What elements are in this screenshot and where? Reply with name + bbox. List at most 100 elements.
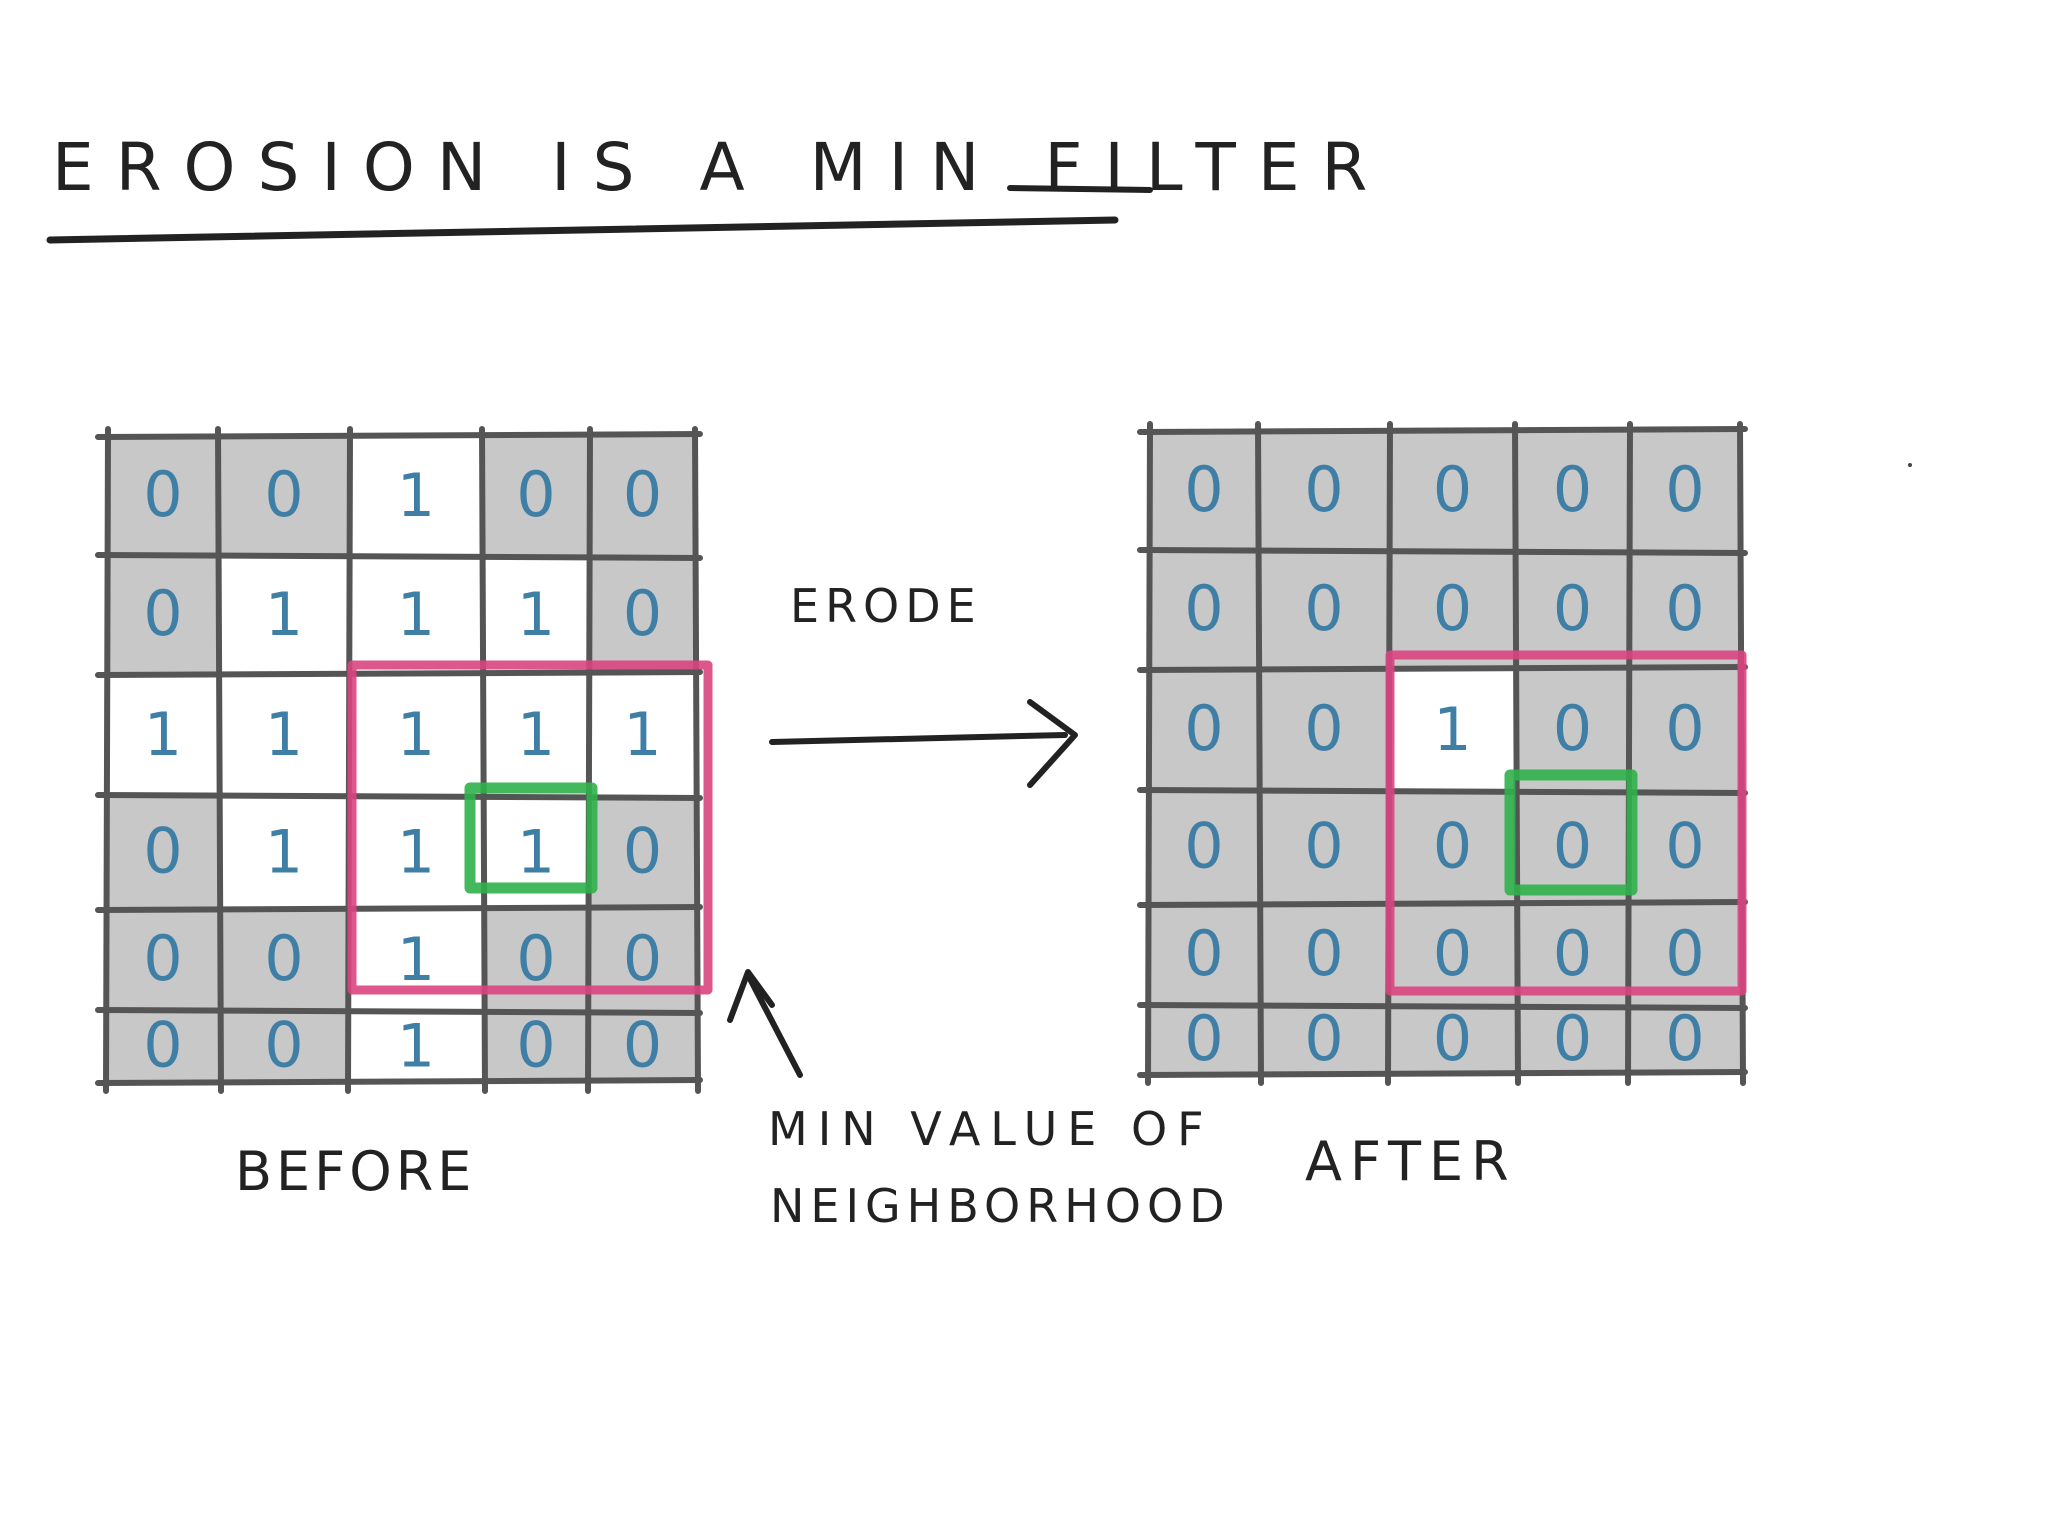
diagram-title: EROSION IS A MIN FILTER [52,129,1389,206]
grid-cell [1390,550,1515,670]
grid-cell [218,910,350,1010]
cell-value: 1 [397,580,435,650]
grid-row-line [1137,1002,1748,1011]
cell-value: 0 [1184,453,1223,526]
grid-col-line [103,426,111,1094]
grid-row-line [95,552,703,561]
cell-value: 0 [516,458,555,531]
cell-value: 0 [623,922,662,995]
cell-value: 0 [1433,572,1472,645]
cell-value: 0 [1665,453,1704,526]
cell-value: 1 [265,580,303,650]
grid-row-line [95,1007,703,1016]
cell-value: 0 [1304,810,1343,883]
grid-cell [108,675,218,795]
grid-cell [482,675,590,795]
cell-value: 1 [265,818,303,888]
grid-row-line [1137,787,1748,796]
cell-value: 0 [1304,692,1343,765]
grid-col-line [1625,421,1633,1086]
grid-cell [1390,670,1515,790]
cell-value: 1 [397,925,435,995]
cell-value: 1 [623,700,661,770]
grid-cell [108,1010,218,1083]
cell-value: 0 [1433,1002,1472,1075]
cell-value: 0 [1304,917,1343,990]
cell-value: 0 [623,1009,662,1082]
cell-value: 0 [623,577,662,650]
cell-value: 0 [1184,810,1223,883]
annotation-line-1: MIN VALUE OF [768,1102,1214,1156]
grid-cell [1630,790,1740,905]
cell-value: 0 [1184,692,1223,765]
grid-cell [350,795,482,910]
before-neighborhood-box [347,660,713,995]
grid-cell [1630,1005,1740,1075]
grid-cell [482,1010,590,1083]
cell-value: 0 [1304,572,1343,645]
grid-col-line [692,426,701,1094]
cell-value: 0 [143,458,182,531]
grid-col-line [585,426,593,1094]
grid-cell [1390,1005,1515,1075]
cell-value: 1 [517,818,555,888]
grid-cell [1630,550,1740,670]
cell-value: 0 [1665,1002,1704,1075]
cell-value: 0 [1553,572,1592,645]
grid-col-line [1255,421,1264,1086]
cell-value: 1 [397,1012,435,1082]
cell-value: 1 [265,700,303,770]
before-center-box [464,782,598,894]
grid-cell [1515,432,1630,550]
grid-row-line [95,792,703,801]
cell-value: 0 [143,922,182,995]
grid-cell [218,437,350,555]
grid-cell [590,437,695,555]
grid-row-line [1137,899,1748,908]
cell-value: 0 [1665,572,1704,645]
grid-cell [218,1010,350,1083]
grid-cell [590,675,695,795]
cell-value: 0 [1433,917,1472,990]
grid-cell [1150,790,1258,905]
cell-value: 1 [517,700,555,770]
cell-value: 0 [143,577,182,650]
grid-cell [590,555,695,675]
cell-value: 1 [144,700,182,770]
title-tail [1007,185,1153,193]
grid-col-line [1145,421,1153,1086]
grid-cell [1515,1005,1630,1075]
grid-cell [1258,1005,1390,1075]
grid-cell [218,795,350,910]
grid-col-line [479,426,488,1094]
cell-value: 0 [1665,810,1704,883]
grid-row-line [95,904,703,913]
cell-value: 0 [264,458,303,531]
cell-value: 0 [1184,1002,1223,1075]
grid-cell [590,795,695,910]
grid-cell [108,795,218,910]
grid-cell [1258,550,1390,670]
grid-cell [350,437,482,555]
grid-cell [1390,432,1515,550]
cell-value: 0 [1304,453,1343,526]
grid-cell [1150,550,1258,670]
cell-value: 1 [397,461,435,531]
cell-value: 0 [1553,917,1592,990]
cell-value: 0 [623,815,662,888]
grid-cell [1258,670,1390,790]
cell-value: 0 [264,922,303,995]
grid-cell [1630,670,1740,790]
grid-cell [1515,550,1630,670]
grid-cell [1150,905,1258,1005]
grid-cell [1150,432,1258,550]
cell-value: 0 [264,1009,303,1082]
cell-value: 0 [1433,453,1472,526]
after-center-box [1504,769,1638,896]
cell-value: 0 [516,1009,555,1082]
after-label: AFTER [1305,1130,1517,1193]
cell-value: 0 [1553,692,1592,765]
grid-cell [218,555,350,675]
annotation-arrow [727,969,803,1078]
